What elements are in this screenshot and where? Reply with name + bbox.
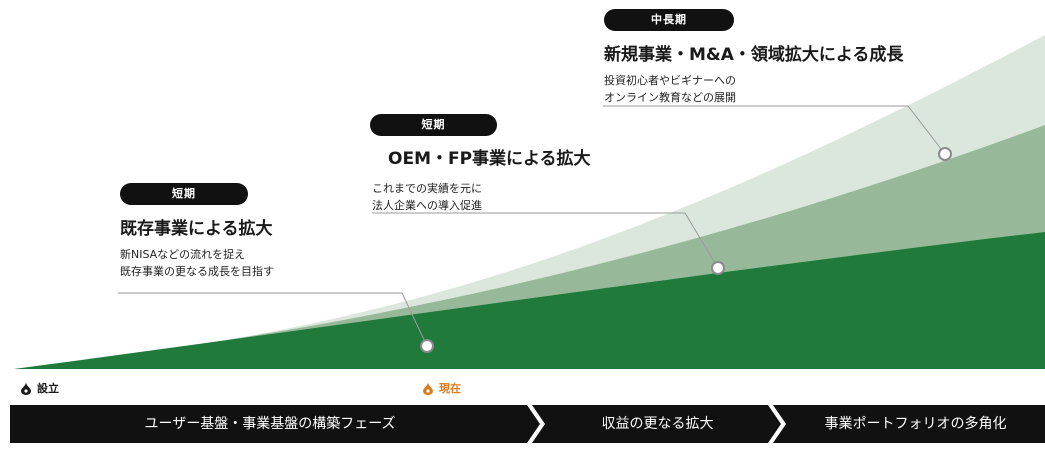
leader-line-3 [603, 105, 946, 155]
milestone-2-desc-line-2: 法人企業への導入促進 [372, 199, 482, 212]
milestone-1-description: 新NISAなどの流れを捉え 既存事業の更なる成長を目指す [120, 246, 274, 280]
milestone-1-heading: 既存事業による拡大 [120, 219, 273, 239]
milestone-circle-3 [938, 147, 952, 161]
phase-bar-segment-1 [10, 405, 540, 443]
milestone-1-badge: 短期 [120, 183, 248, 205]
leader-line-1 [118, 292, 428, 347]
milestone-circle-2 [711, 261, 725, 275]
phase-2-label: 収益の更なる拡大 [601, 416, 714, 432]
leader-line-2 [372, 212, 719, 269]
current-marker: 現在 [422, 380, 461, 396]
milestone-1-desc-line-2: 既存事業の更なる成長を目指す [120, 265, 274, 278]
milestone-2-badge: 短期 [370, 114, 497, 136]
drop-pin-icon [21, 381, 31, 395]
founding-label: 設立 [37, 382, 59, 395]
drop-pin-icon [423, 381, 433, 395]
growth-area-short-term [14, 232, 1045, 369]
milestone-2-desc-line-1: これまでの実績を元に [372, 182, 482, 195]
milestone-1-desc-line-1: 新NISAなどの流れを捉え [120, 248, 246, 261]
milestone-3-desc-line-1: 投資初心者やビギナーへの [604, 74, 736, 87]
milestone-3-heading: 新規事業・M&A・領域拡大による成長 [604, 45, 904, 65]
milestone-3-desc-line-2: オンライン教育などの展開 [604, 91, 736, 104]
founding-marker: 設立 [20, 380, 59, 396]
milestone-3-badge: 中長期 [604, 9, 734, 31]
phase-bar-segment-3 [773, 405, 1045, 443]
phase-bar-segment-2 [532, 405, 781, 443]
milestone-2-description: これまでの実績を元に 法人企業への導入促進 [372, 180, 482, 214]
milestone-2-heading: OEM・FP事業による拡大 [388, 149, 591, 169]
phase-1-label: ユーザー基盤・事業基盤の構築フェーズ [144, 416, 396, 432]
current-label: 現在 [439, 382, 461, 395]
milestone-3-description: 投資初心者やビギナーへの オンライン教育などの展開 [604, 72, 736, 106]
milestone-circle-1 [420, 339, 434, 353]
phase-3-label: 事業ポートフォリオの多角化 [824, 416, 1007, 432]
